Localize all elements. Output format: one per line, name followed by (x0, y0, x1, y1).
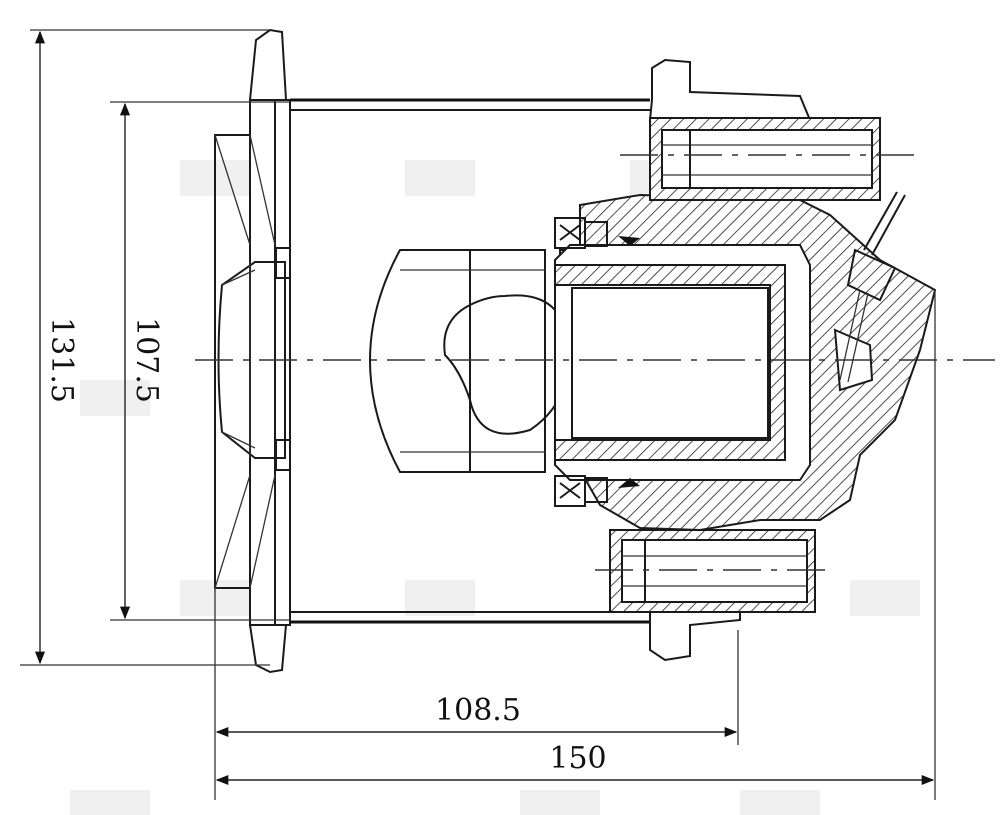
center-lines (195, 154, 995, 571)
upper-guide-bush (649, 117, 881, 201)
dim-label-mount-width: 108.5 (435, 693, 521, 728)
dimension-mount-height: 107.5 (110, 101, 290, 621)
dim-label-mount-height: 107.5 (129, 317, 164, 403)
guide-rails (290, 98, 650, 624)
dim-label-overall-height: 131.5 (44, 317, 79, 403)
piston (369, 249, 570, 473)
dimension-overall-width: 150 (215, 290, 936, 800)
dimension-mount-width: 108.5 (214, 588, 739, 800)
dim-label-overall-width: 150 (549, 741, 606, 776)
dimension-overall-height: 131.5 (20, 29, 270, 666)
lower-guide-bush (609, 529, 816, 662)
caliper-housing (554, 58, 937, 532)
seal-rings (554, 217, 640, 507)
brake-disc-profile (214, 28, 291, 674)
